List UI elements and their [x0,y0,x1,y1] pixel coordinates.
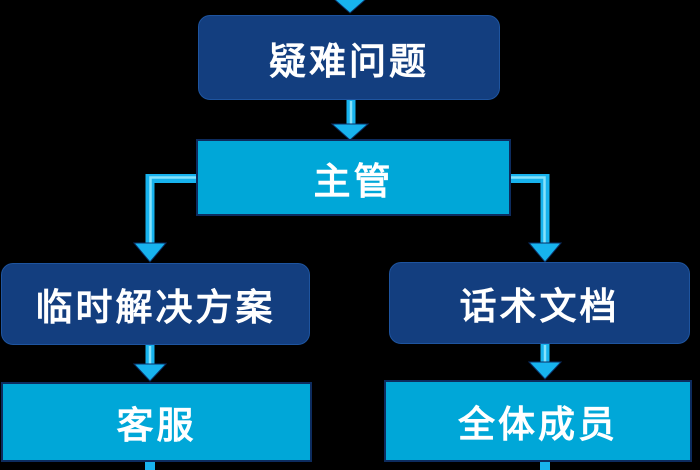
node-customer-service: 客服 [1,382,312,462]
arrow-script-doc-to-all-members-icon [527,344,563,380]
node-problem-label: 疑难问题 [269,40,429,82]
node-temp-solution-label: 临时解决方案 [35,287,276,328]
arrow-top-entry-icon [334,0,366,14]
arrow-temp-solution-to-customer-service-icon [132,345,168,382]
node-problem: 疑难问题 [198,15,500,100]
node-script-doc-label: 话术文档 [459,286,620,327]
node-supervisor: 主管 [196,139,511,216]
node-customer-service-label: 客服 [116,405,197,446]
node-supervisor-label: 主管 [313,160,394,202]
node-all-members-label: 全体成员 [458,404,618,445]
node-all-members: 全体成员 [384,380,692,462]
arrow-problem-to-supervisor-icon [330,100,370,141]
arrow-bottom-exit-left-icon [145,461,155,470]
node-script-doc: 话术文档 [389,262,690,344]
arrow-supervisor-to-script-doc-icon [511,174,563,263]
arrow-supervisor-to-temp-solution-icon [132,174,196,263]
node-temp-solution: 临时解决方案 [1,263,310,345]
arrow-bottom-exit-right-icon [540,461,550,470]
